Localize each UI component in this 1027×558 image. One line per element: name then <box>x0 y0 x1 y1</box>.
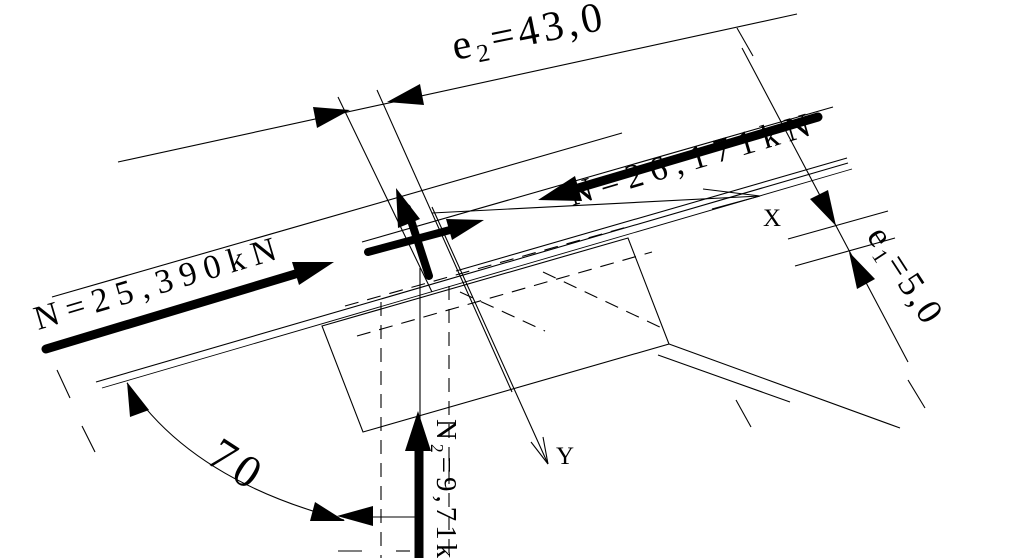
chord-hidden-edge-2 <box>356 251 653 337</box>
e1-tick-bottom <box>907 379 926 409</box>
resultant-up-arrowhead <box>396 188 420 228</box>
diagonal-hidden-edge-1 <box>542 271 665 330</box>
angle-dimension: 70 <box>126 382 345 521</box>
e2-tick-right <box>736 27 754 57</box>
member-edge-lines <box>51 106 853 389</box>
x-axis-arrow-barb-1 <box>702 188 761 197</box>
plate-extension-line-1 <box>668 343 901 429</box>
hidden-edges <box>344 226 665 558</box>
y-axis-arrow-barb-2 <box>530 441 549 465</box>
angle-arrowhead-end <box>310 502 345 521</box>
left-force-arrowhead <box>292 262 334 285</box>
y-axis-label: Y <box>556 443 574 470</box>
e1-arrowhead-upper <box>810 190 836 226</box>
y-axis-arrow-barb-1 <box>542 436 549 465</box>
left-force-shaft <box>41 267 307 354</box>
e1-extension-line-2 <box>794 237 896 267</box>
plate-extension-lines <box>657 343 901 429</box>
vertical-force-arrowhead <box>405 411 431 451</box>
x-axis-arrow-barb-2 <box>711 195 761 210</box>
axes: X Y <box>431 188 781 470</box>
plate-extension-line-2 <box>657 354 791 403</box>
e2-arrowhead-left <box>313 107 350 128</box>
x-axis-line <box>431 195 761 214</box>
e2-dimension-label: e2=43,0 <box>448 0 611 73</box>
dimension-e2: e2=43,0 <box>56 0 798 453</box>
force-vector-left-chord: N=25,390kN <box>30 229 334 354</box>
gusset-plate-outline <box>321 237 670 433</box>
angle-label: 70 <box>200 428 276 502</box>
diagonal-hidden-edge-2 <box>459 291 546 332</box>
right-force-label: N=26,171kN <box>564 105 823 214</box>
right-force-shaft <box>570 112 823 194</box>
resultant-right-shaft <box>364 226 454 256</box>
right-member-bottom-edge-line <box>455 157 848 272</box>
force-vector-vertical-member: N2=9,71kN <box>405 411 462 558</box>
bottom-dimension-arrowhead <box>337 506 373 526</box>
tick-left-1 <box>56 369 71 399</box>
force-vector-resultant-up <box>396 188 433 280</box>
y-axis-line <box>431 206 549 465</box>
bottom-offset-dimension <box>337 506 420 552</box>
chord-hidden-edge-1 <box>344 226 628 307</box>
member-bottom-edge-line <box>95 162 849 383</box>
right-force-arrowhead <box>538 176 582 201</box>
force-vector-resultant-right <box>364 219 484 256</box>
e2-extension-line-left <box>337 96 433 293</box>
resultant-right-arrowhead <box>446 219 484 240</box>
e2-dimension-line <box>117 13 798 163</box>
right-member-top-edge-line <box>361 106 834 243</box>
e2-extension-line-right <box>376 89 513 393</box>
x-axis-label: X <box>763 205 781 232</box>
e2-arrowhead-right <box>387 84 424 105</box>
angle-arrowhead-start <box>127 382 149 417</box>
plate-extension-tick <box>735 399 752 428</box>
left-member-top-edge-line <box>51 132 623 298</box>
force-vector-right-chord: N=26,171kN <box>538 105 823 214</box>
tick-left-2 <box>81 425 96 453</box>
e1-extension-line-1 <box>787 210 889 240</box>
vertical-force-label: N2=9,71kN <box>427 419 462 558</box>
e1-arrowhead-lower <box>849 252 875 289</box>
